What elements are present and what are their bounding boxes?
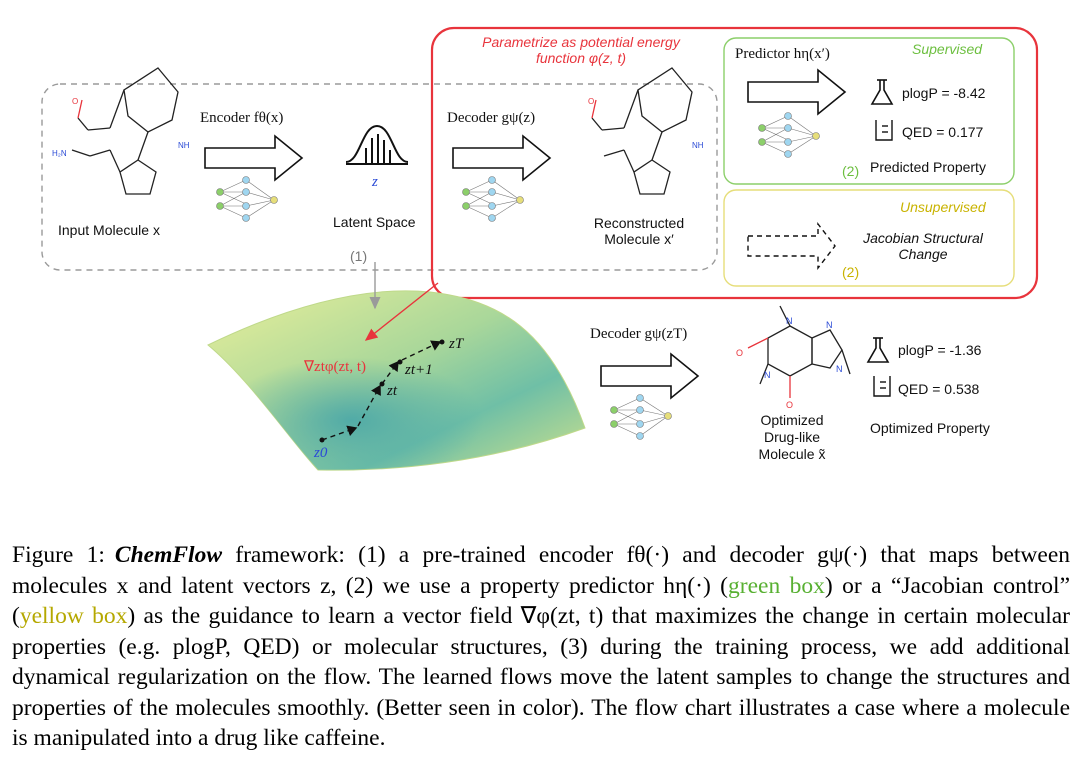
reconstructed-line-2: Molecule x′ <box>604 231 674 247</box>
flask-icon-optimized <box>866 337 890 363</box>
reconstructed-molecule-nh: NH <box>692 141 704 150</box>
caption-green-box: green box <box>728 572 825 599</box>
step-2b: (2) <box>842 264 860 280</box>
neural-net-icon-predictor <box>758 112 820 158</box>
caption-method-name: ChemFlow <box>114 542 222 568</box>
supervised-box <box>723 37 1015 185</box>
input-molecule-drawing <box>71 67 179 195</box>
reconstructed-molecule-o: O <box>588 97 594 106</box>
autoencoder-box <box>41 83 718 271</box>
neural-net-icon-encoder <box>216 176 278 222</box>
unsupervised-label: Unsupervised <box>900 199 986 215</box>
z-t-label: zt <box>387 383 398 399</box>
caption-text-2: ) or a “Jacobian control” ( <box>12 572 1070 630</box>
figure-caption: Figure 1: ChemFlow framework: (1) a pre-t… <box>12 540 1070 754</box>
point-z0 <box>319 437 325 443</box>
caption-text-3: ) as the guidance to learn a vector fiel… <box>12 603 1070 751</box>
jacobian-line-1: Jacobian Structural <box>863 230 983 246</box>
predicted-property-label: Predicted Property <box>870 159 986 175</box>
step-1: (1) <box>350 248 368 264</box>
point-zt <box>379 381 385 387</box>
caffeine-n-1: N <box>786 316 793 326</box>
potential-energy-label: Parametrize as potential energy function… <box>452 34 710 66</box>
figure-drawing: O NH H₂N O NH O O N N <box>41 26 1039 471</box>
gradient-label: ∇ztφ(zt, t) <box>304 359 366 375</box>
framework-figure: O NH H₂N O NH O O N N <box>41 26 1039 471</box>
caption-label: Figure 1: <box>12 542 105 568</box>
input-molecule-label: Input Molecule x <box>58 222 160 238</box>
latent-manifold-shade <box>208 290 585 471</box>
caffeine-n-2: N <box>826 320 833 330</box>
optimized-line-3: Molecule x̃ <box>758 446 826 462</box>
caffeine-molecule-drawing <box>747 305 851 398</box>
caption-text-1: framework: (1) a pre-trained encoder fθ(… <box>12 542 1070 599</box>
encoder-arrow <box>204 134 304 182</box>
decoder-arrow <box>452 134 552 182</box>
decoder-zt-arrow <box>600 352 700 400</box>
caffeine-n-3: N <box>764 370 771 380</box>
neural-net-icon-decoder <box>462 176 524 222</box>
potential-energy-box <box>430 26 1039 300</box>
jacobian-line-2: Change <box>898 246 948 262</box>
optimized-molecule-label: Optimized Drug-like Molecule x̃ <box>742 412 842 463</box>
flask-icon-predicted <box>870 79 894 105</box>
predictor-arrow <box>747 68 847 116</box>
input-molecule-nh: NH <box>178 141 190 150</box>
gradient-arrow <box>364 282 439 341</box>
reconstructed-line-1: Reconstructed <box>593 215 685 231</box>
caffeine-o-2: O <box>786 400 793 410</box>
predicted-qed: QED = 0.177 <box>902 124 984 140</box>
optimized-property-label: Optimized Property <box>870 420 990 436</box>
step-2a: (2) <box>842 163 860 179</box>
input-molecule-h2n: H₂N <box>52 149 67 158</box>
latent-space-label: Latent Space <box>333 214 416 230</box>
encoder-label: Encoder fθ(x) <box>200 110 284 126</box>
z-t1-label: zt+1 <box>405 362 433 378</box>
predicted-plogp: plogP = -8.42 <box>902 85 986 101</box>
caption-yellow-box: yellow box <box>19 603 128 629</box>
jacobian-change-label: Jacobian Structural Change <box>850 230 996 262</box>
point-zt1 <box>397 359 403 365</box>
predictor-label: Predictor hη(x′) <box>735 46 830 62</box>
z-T-label: zT <box>449 336 464 352</box>
z-0-label: z0 <box>314 445 328 461</box>
gaussian-icon <box>345 124 409 165</box>
unsupervised-box <box>723 189 1015 287</box>
optimized-plogp: plogP = -1.36 <box>898 342 982 358</box>
potential-energy-line-1: Parametrize as potential energy <box>482 34 680 50</box>
beaker-icon-optimized <box>873 376 891 397</box>
jacobian-arrow <box>747 221 836 271</box>
potential-energy-line-2: function φ(z, t) <box>535 50 627 66</box>
flow-trajectory <box>321 340 442 441</box>
decoder-label: Decoder gψ(z) <box>447 110 536 126</box>
reconstructed-molecule-drawing <box>591 67 693 195</box>
point-zT <box>439 339 445 345</box>
latent-symbol: z <box>372 174 378 190</box>
supervised-label: Supervised <box>912 41 983 57</box>
neural-net-icon-decoder-zt <box>610 394 672 440</box>
decoder-zt-label: Decoder gψ(zT) <box>590 326 688 342</box>
beaker-icon-predicted <box>875 120 893 141</box>
caffeine-o-1: O <box>736 348 743 358</box>
caffeine-n-4: N <box>836 364 843 374</box>
optimized-line-2: Drug-like <box>763 429 820 445</box>
optimized-line-1: Optimized <box>760 412 824 428</box>
optimized-qed: QED = 0.538 <box>898 381 980 397</box>
reconstructed-molecule-label: Reconstructed Molecule x′ <box>580 215 698 247</box>
input-molecule-o: O <box>72 97 78 106</box>
